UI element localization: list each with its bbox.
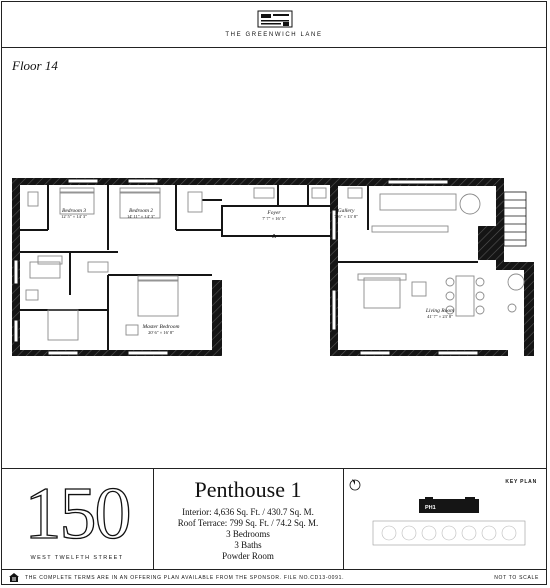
unit-cell: Penthouse 1 Interior: 4,636 Sq. Ft. / 43… [153,469,344,570]
room-dims-bedroom3: 12' 5" × 14' 3" [61,214,87,219]
room-name-bedroom3: Bedroom 3 [62,208,86,214]
building-cell: 150 WEST TWELFTH STREET [1,469,154,570]
info-panel: 150 WEST TWELFTH STREET Penthouse 1 Inte… [1,468,547,570]
brand-name: THE GREENWICH LANE [225,32,323,38]
unit-baths: 3 Baths [234,540,262,550]
key-plan-label: KEY PLAN [505,479,537,485]
header: THE GREENWICH LANE [1,1,547,48]
unit-title: Penthouse 1 [194,477,302,502]
room-dims-gallery: 7' 6" × 13' 8" [334,214,358,219]
room-dims-master: 20' 6" × 16' 8" [148,330,174,335]
room-name-bedroom2: Bedroom 2 [129,208,153,214]
building-street: WEST TWELFTH STREET [30,555,124,561]
floor-label: Floor 14 [12,58,58,73]
building-number: 150 [24,472,132,555]
room-name-master: Master Bedroom [142,324,180,330]
room-dims-bedroom2: 14' 11" × 14' 3" [127,214,155,219]
unit-terrace-area: Roof Terrace: 799 Sq. Ft. / 74.2 Sq. M. [177,518,319,528]
equal-housing-icon [9,573,19,582]
key-plan-unit-code: PH1 [425,505,436,511]
legal-disclaimer: THE COMPLETE TERMS ARE IN AN OFFERING PL… [25,575,345,581]
room-dims-living: 41' 7" × 23' 8" [427,314,453,319]
interior-walls [20,185,478,350]
building-logo-icon [257,10,293,28]
north-arrow-icon [349,479,361,491]
room-name-foyer: Foyer [266,210,281,216]
floor-plan: Bedroom 3 12' 5" × 14' 3" Bedroom 2 14' … [12,178,534,356]
room-labels: Bedroom 3 12' 5" × 14' 3" Bedroom 2 14' … [61,208,454,335]
entry-marker: A [272,234,276,240]
windows [13,178,479,356]
furniture [25,187,525,341]
footer: THE COMPLETE TERMS ARE IN AN OFFERING PL… [1,569,547,586]
room-name-gallery: Gallery [338,208,355,214]
unit-bedrooms: 3 Bedrooms [226,529,270,539]
scale-note: NOT TO SCALE [494,575,539,581]
unit-powder: Powder Room [222,551,274,561]
unit-interior-area: Interior: 4,636 Sq. Ft. / 430.7 Sq. M. [182,507,314,517]
room-name-living: Living Room [425,308,454,314]
room-dims-foyer: 7' 7" × 16' 5" [262,216,286,221]
stair-icon [503,191,527,247]
key-plan-diagram [372,497,526,546]
key-plan-cell: KEY PLAN PH1 [343,469,547,570]
